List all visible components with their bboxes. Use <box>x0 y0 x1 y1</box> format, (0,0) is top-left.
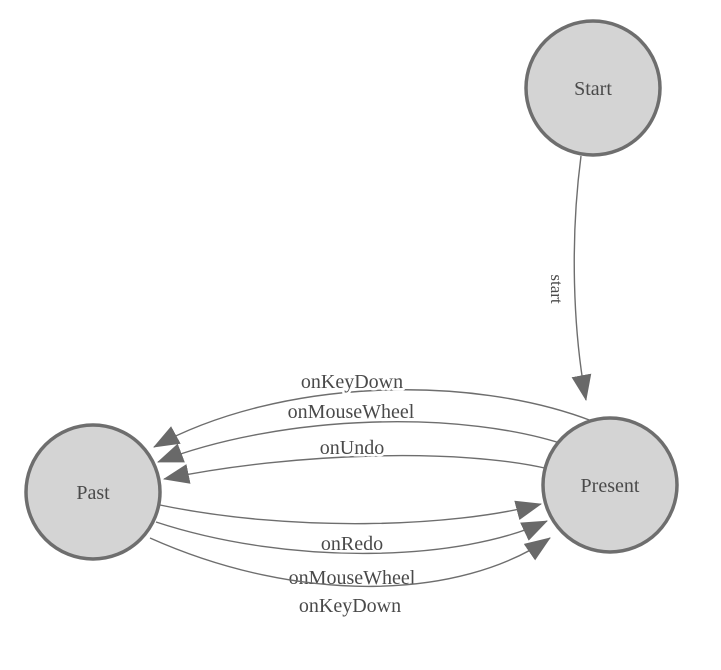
state-node-past-label: Past <box>76 482 110 504</box>
edge-line-onundo[interactable] <box>163 454 550 484</box>
edge-label-onkeydown-top: onKeyDown <box>301 371 403 393</box>
edge-past-to-present-onkeydown: onKeyDown <box>149 537 551 620</box>
edge-present-to-past-onmousewheel: onMouseWheel <box>157 399 570 463</box>
edge-present-to-past-onundo: onUndo <box>163 435 550 484</box>
edge-label-onundo: onUndo <box>320 437 384 459</box>
state-node-present[interactable]: Present <box>541 416 679 554</box>
edge-past-to-present-onmousewheel: onMouseWheel <box>155 520 548 592</box>
edge-label-onkeydown-bottom: onKeyDown <box>299 595 401 617</box>
edge-label-start: start <box>547 274 566 304</box>
edge-start-to-present: start <box>545 155 592 401</box>
edge-line-onkeydown-top[interactable] <box>153 389 593 448</box>
state-node-past[interactable]: Past <box>24 423 162 561</box>
edge-line-onmousewheel-top[interactable] <box>157 421 570 463</box>
edge-label-onredo: onRedo <box>321 533 383 555</box>
state-node-start[interactable]: Start <box>524 19 662 157</box>
state-node-start-label: Start <box>574 78 612 100</box>
state-node-present-circle[interactable] <box>541 416 679 554</box>
state-node-past-circle[interactable] <box>24 423 162 561</box>
state-node-start-circle[interactable] <box>524 19 662 157</box>
state-node-present-label: Present <box>581 475 640 497</box>
edge-line-start[interactable] <box>571 155 592 401</box>
edge-line-onredo[interactable] <box>159 500 542 525</box>
edge-line-onmousewheel-bottom[interactable] <box>155 520 548 555</box>
edge-present-to-past-onkeydown: onKeyDown <box>153 369 593 448</box>
edge-label-onmousewheel-top: onMouseWheel <box>288 401 415 423</box>
edge-line-onkeydown-bottom[interactable] <box>149 537 551 588</box>
edge-past-to-present-onredo: onRedo <box>159 500 542 558</box>
